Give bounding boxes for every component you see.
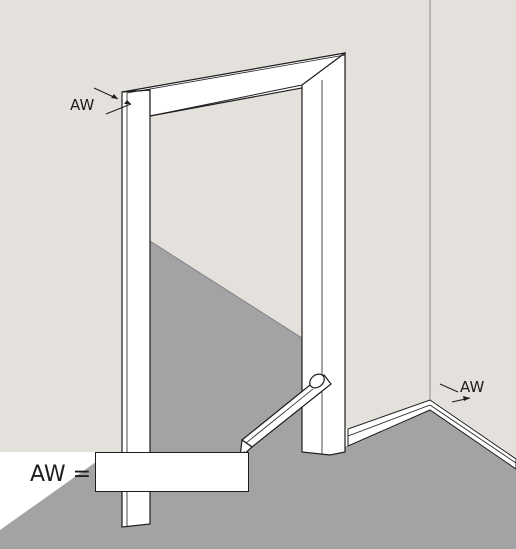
dimension-arrow-top-right (105, 103, 132, 115)
aw-label-top: AW (70, 96, 95, 114)
arrowhead (463, 396, 470, 401)
skirting-board-line (347, 404, 431, 437)
doorway-floor-edge (149, 240, 303, 339)
aw-equals-label: AW = (30, 462, 92, 487)
arrowhead (124, 100, 131, 104)
wall-right (430, 0, 516, 468)
dimension-arrow-right-upper (439, 383, 459, 393)
door-frame-header (121, 52, 346, 117)
skirting-board-line (429, 404, 516, 464)
frame-depth-line (149, 84, 303, 117)
doorway-floor (150, 241, 302, 452)
skirting-board (347, 399, 516, 470)
aw-measurement-input[interactable] (95, 452, 249, 492)
aw-label-right: AW (460, 378, 485, 396)
frame-edge-line (126, 54, 346, 94)
arrowhead (111, 94, 118, 99)
